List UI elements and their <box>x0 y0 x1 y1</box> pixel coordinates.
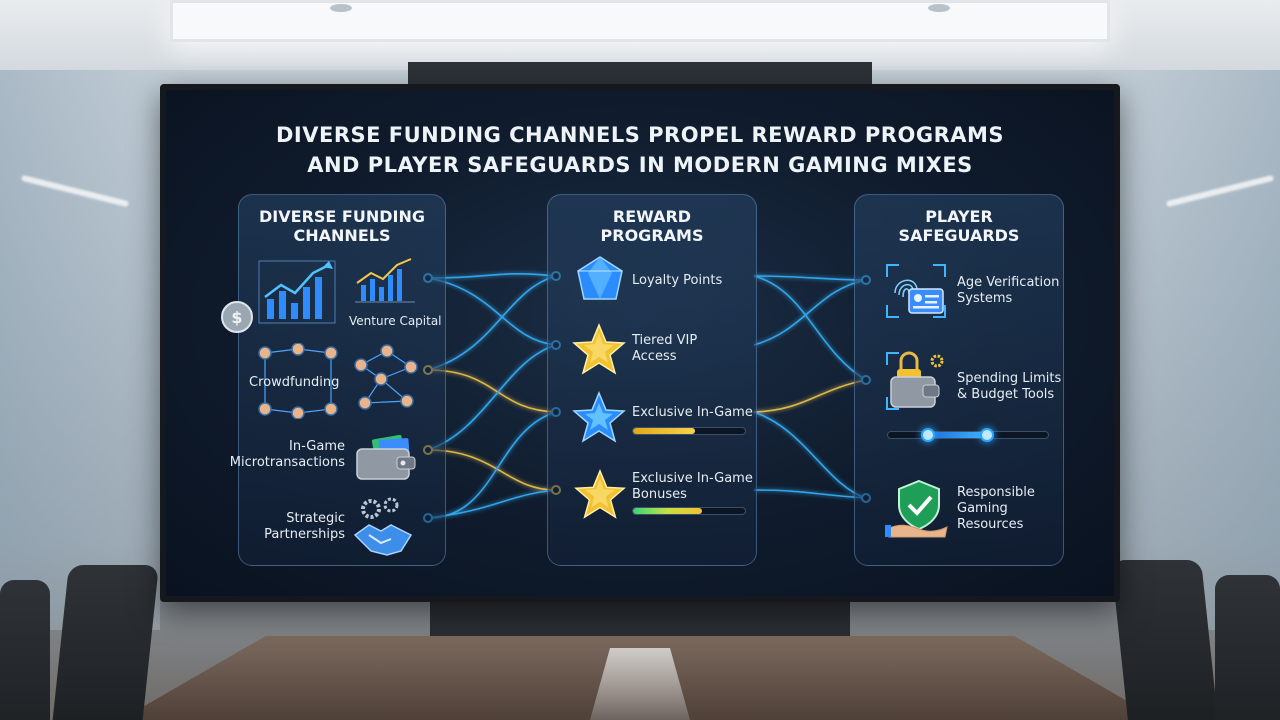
funding-title-line-1: DIVERSE FUNDING <box>239 207 445 226</box>
link-crowdfunding-to-exclusive <box>428 370 556 412</box>
screen-stand <box>430 600 850 642</box>
tiered-vip-label: Tiered VIP Access <box>632 333 697 365</box>
tiered-vip-label-line-2: Access <box>632 349 697 365</box>
microtransactions-label-line-2: Microtransactions <box>221 455 345 471</box>
rewards-panel-title: REWARD PROGRAMS <box>548 207 756 245</box>
exclusive-progress-fill <box>633 428 695 434</box>
link-bonuses-to-responsible <box>754 490 866 498</box>
player-safeguards-panel: PLAYER SAFEGUARDS Age Verification Syste… <box>854 194 1064 566</box>
link-exclusive-to-responsible <box>754 412 866 498</box>
gold-star-icon <box>572 323 626 377</box>
chair <box>1215 575 1280 720</box>
growth-chart-icon <box>257 259 337 325</box>
funding-title-line-2: CHANNELS <box>239 226 445 245</box>
safeguards-panel-title: PLAYER SAFEGUARDS <box>855 207 1063 245</box>
safeguards-title-line-1: PLAYER <box>855 207 1063 226</box>
microtransactions-label-line-1: In-Game <box>221 439 345 455</box>
responsible-gaming-label-line-1: Responsible <box>957 485 1035 501</box>
bonuses-label-line-2: Bonuses <box>632 487 753 503</box>
rewards-title-line-2: PROGRAMS <box>548 226 756 245</box>
glass-wall-left <box>0 70 160 630</box>
bonuses-label-line-1: Exclusive In-Game <box>632 471 753 487</box>
link-venture-to-vip <box>428 278 556 345</box>
handshake-gears-icon <box>351 495 415 559</box>
link-venture-to-loyalty <box>428 274 556 278</box>
link-partners-to-bonuses <box>428 490 556 518</box>
spending-limits-label: Spending Limits & Budget Tools <box>957 371 1061 403</box>
link-loyalty-to-spending <box>754 276 866 380</box>
wallet-icon <box>353 435 421 481</box>
bonuses-progress-bar <box>632 507 746 515</box>
responsible-gaming-label: Responsible Gaming Resources <box>957 485 1035 533</box>
ceiling-light-panel <box>170 0 1110 42</box>
spending-limits-label-line-1: Spending Limits <box>957 371 1061 387</box>
svg-text:$: $ <box>231 308 242 327</box>
partnerships-label: Strategic Partnerships <box>221 511 345 543</box>
lock-wallet-icon <box>885 349 949 413</box>
gold-star-icon <box>574 469 626 521</box>
fingerprint-id-icon <box>885 263 947 319</box>
link-micro-to-bonuses <box>428 450 556 490</box>
venture-capital-label: Venture Capital <box>349 313 442 329</box>
chair <box>0 580 50 720</box>
budget-slider-min-handle[interactable] <box>921 428 935 442</box>
presentation-screen: DIVERSE FUNDING CHANNELS PROPEL REWARD P… <box>160 84 1120 602</box>
loyalty-points-label: Loyalty Points <box>632 273 722 289</box>
rewards-title-line-1: REWARD <box>548 207 756 226</box>
age-verification-label-line-1: Age Verification <box>957 275 1059 291</box>
funding-channels-panel: DIVERSE FUNDING CHANNELS $ <box>238 194 446 566</box>
link-exclusive-to-spending <box>754 380 866 412</box>
partnerships-label-line-1: Strategic <box>221 511 345 527</box>
budget-slider-max-handle[interactable] <box>980 428 994 442</box>
blue-gem-icon <box>572 391 626 445</box>
tiered-vip-label-line-1: Tiered VIP <box>632 333 697 349</box>
partnerships-label-line-2: Partnerships <box>221 527 345 543</box>
responsible-gaming-label-line-2: Gaming <box>957 501 1035 517</box>
link-crowdfunding-to-loyalty <box>428 276 556 370</box>
shield-check-icon <box>885 477 949 539</box>
glass-wall-right <box>1120 70 1280 630</box>
budget-slider-range <box>928 432 987 438</box>
funding-panel-title: DIVERSE FUNDING CHANNELS <box>239 207 445 245</box>
diagram-display: DIVERSE FUNDING CHANNELS PROPEL REWARD P… <box>166 90 1114 596</box>
safeguards-title-line-2: SAFEGUARDS <box>855 226 1063 245</box>
microtransactions-label: In-Game Microtransactions <box>221 439 345 471</box>
exclusive-label: Exclusive In-Game <box>632 405 753 421</box>
crowdfunding-label: Crowdfunding <box>249 375 339 391</box>
chair <box>51 565 159 720</box>
bonuses-label: Exclusive In-Game Bonuses <box>632 471 753 503</box>
blue-gem-icon <box>574 255 626 307</box>
ceiling-spot <box>928 4 950 12</box>
dollar-coin-icon: $ <box>219 299 255 335</box>
exclusive-progress-bar <box>632 427 746 435</box>
responsible-gaming-label-line-3: Resources <box>957 517 1035 533</box>
link-loyalty-to-age <box>754 276 866 280</box>
budget-slider-track[interactable] <box>887 431 1049 439</box>
reward-programs-panel: REWARD PROGRAMS Loyalty Points Tiered VI… <box>547 194 757 566</box>
link-micro-to-vip <box>428 345 556 450</box>
chair <box>1111 560 1219 720</box>
link-vip-to-age <box>754 280 866 345</box>
bonuses-progress-fill <box>633 508 702 514</box>
spending-limits-label-line-2: & Budget Tools <box>957 387 1061 403</box>
age-verification-label: Age Verification Systems <box>957 275 1059 307</box>
age-verification-label-line-2: Systems <box>957 291 1059 307</box>
people-network-icon <box>351 343 423 417</box>
growth-chart-icon <box>353 257 417 305</box>
link-partners-to-exclusive <box>428 412 556 518</box>
ceiling-spot <box>330 4 352 12</box>
